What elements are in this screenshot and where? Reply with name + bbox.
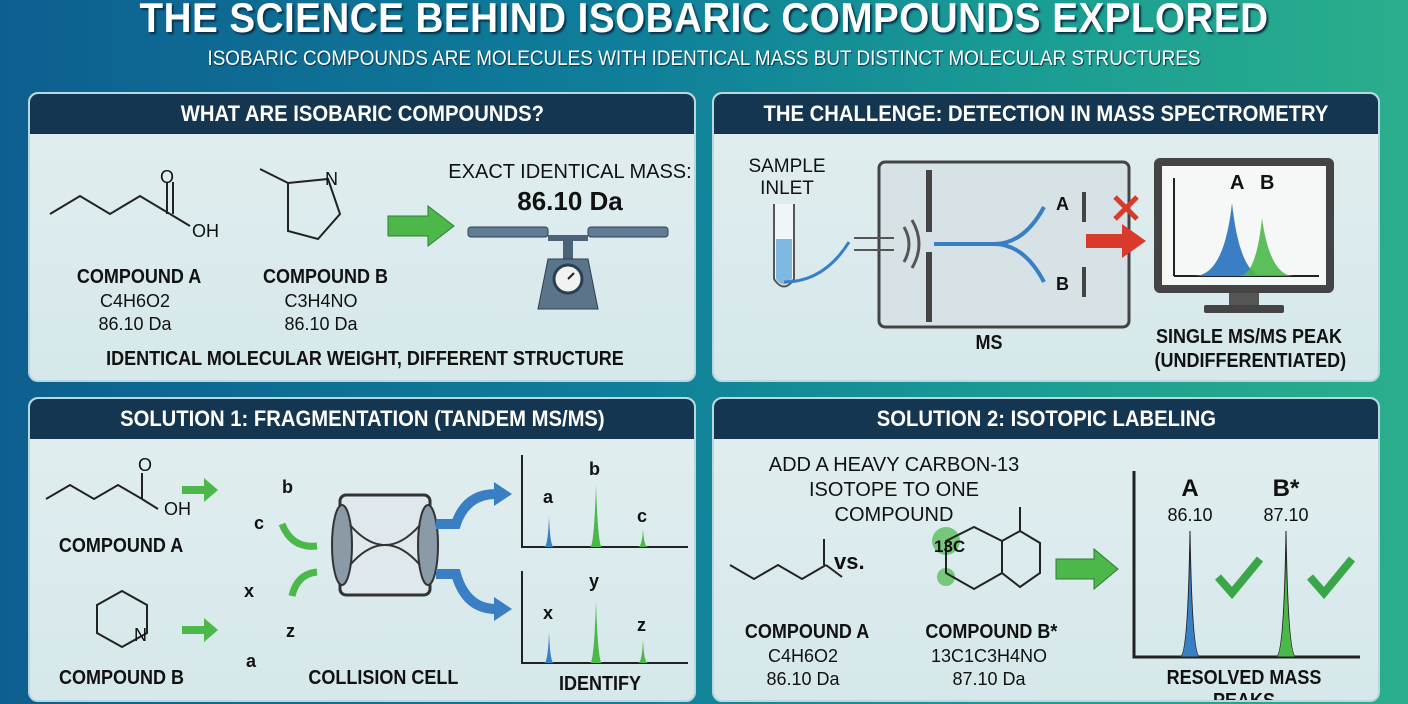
panel-header: THE CHALLENGE: DETECTION IN MASS SPECTRO… — [714, 94, 1378, 134]
compound-b-structure-icon — [259, 168, 342, 241]
peak-a-label: A — [1181, 475, 1199, 502]
peak-a-mass: 86.10 — [1167, 505, 1213, 525]
peak-b-label: B* — [1272, 475, 1300, 502]
fragment-c: c — [254, 513, 265, 533]
spectrum-chart-1 — [521, 455, 688, 548]
peak-a-label: a — [543, 487, 554, 507]
result-label: SINGLE MS/MS PEAK — [1155, 326, 1343, 348]
atom-oh: OH — [164, 499, 191, 519]
compound-a-mass: 86.10 Da — [766, 669, 840, 689]
collision-cell-icon — [331, 493, 439, 597]
monitor-icon — [1154, 158, 1334, 313]
fragment-a: a — [246, 651, 257, 671]
peak-z-label: z — [637, 615, 646, 635]
sample-inlet-label: SAMPLE INLET — [748, 156, 826, 199]
instruction-text: ADD A HEAVY CARBON-13 ISOTOPE TO ONE COM… — [768, 454, 1020, 526]
compound-b-mass: 87.10 Da — [952, 669, 1026, 689]
panel-header: SOLUTION 1: FRAGMENTATION (TANDEM MS/MS) — [30, 399, 694, 439]
peak-c-label: c — [637, 506, 648, 526]
test-tube-icon — [773, 204, 795, 288]
panel-what-are-isobaric: WHAT ARE ISOBARIC COMPOUNDS? O OH N COMP… — [28, 92, 696, 382]
compound-b-label: COMPOUND B — [58, 667, 184, 689]
atom-o: O — [160, 167, 175, 187]
page-subtitle: ISOBARIC COMPOUNDS ARE MOLECULES WITH ID… — [207, 47, 1201, 70]
compound-a-formula: C4H6O2 — [767, 646, 839, 666]
detector-a-label: A — [1056, 194, 1069, 214]
panel1-footer: IDENTICAL MOLECULAR WEIGHT, DIFFERENT ST… — [106, 348, 624, 370]
peak-x-label: x — [543, 603, 554, 623]
benzene-ring-icon — [96, 589, 148, 649]
panel-challenge: THE CHALLENGE: DETECTION IN MASS SPECTRO… — [712, 92, 1380, 382]
compound-b-name: COMPOUND B* — [925, 621, 1058, 643]
peak-y-label: y — [589, 571, 600, 591]
compound-b-name: COMPOUND B — [262, 266, 388, 288]
atom-n: N — [134, 625, 147, 645]
red-arrow-icon — [1086, 224, 1146, 258]
compound-a-formula: C4H6O2 — [99, 291, 171, 311]
fragment-x: x — [244, 581, 255, 601]
compound-b-formula: 13C1C3H4NO — [930, 646, 1048, 666]
page-title: THE SCIENCE BEHIND ISOBARIC COMPOUNDS EX… — [139, 0, 1269, 41]
compound-b-structure-icon — [932, 507, 1041, 591]
atom-n: N — [325, 169, 338, 189]
arrow-right-icon — [387, 204, 455, 248]
compound-a-mass: 86.10 Da — [98, 314, 172, 334]
collision-cell-label: COLLISION CELL — [308, 667, 459, 689]
compound-a-structure-icon — [45, 473, 159, 510]
atom-o: O — [138, 455, 153, 475]
peak-label-a: A — [1230, 172, 1245, 194]
compound-a-structure-icon — [49, 182, 191, 227]
arrow-right-icon — [1055, 547, 1119, 591]
mass-label: EXACT IDENTICAL MASS: — [448, 161, 692, 183]
panel-header: WHAT ARE ISOBARIC COMPOUNDS? — [30, 94, 694, 134]
resolved-peaks-chart — [1132, 471, 1360, 659]
compound-a-label: COMPOUND A — [58, 535, 184, 557]
green-arrows-icon — [182, 478, 318, 642]
vs-label: vs. — [834, 549, 865, 574]
peak-b-mass: 87.10 — [1263, 505, 1309, 525]
panel-isotopic-labeling: SOLUTION 2: ISOTOPIC LABELING ADD A HEAV… — [712, 397, 1380, 702]
peak-b-label: b — [589, 459, 600, 479]
compound-a-name: COMPOUND A — [76, 266, 202, 288]
detector-b-label: B — [1056, 274, 1069, 294]
balance-scale-icon — [467, 226, 669, 310]
spectrum-chart-2 — [521, 571, 688, 664]
fragment-z: z — [286, 621, 295, 641]
compound-a-structure-icon — [729, 539, 843, 581]
red-x-icon — [1113, 195, 1139, 221]
atom-oh: OH — [192, 221, 219, 241]
ms-label: MS — [975, 332, 1003, 354]
resolved-label: RESOLVED MASS PEAKS — [1166, 667, 1322, 702]
compound-b-formula: C3H4NO — [284, 291, 358, 311]
mass-value: 86.10 Da — [517, 186, 623, 216]
fragment-b: b — [282, 477, 293, 497]
peak-label-b: B — [1260, 172, 1275, 194]
compound-b-mass: 86.10 Da — [284, 314, 358, 334]
result-sublabel: (UNDIFFERENTIATED) — [1154, 350, 1347, 372]
panel-fragmentation: SOLUTION 1: FRAGMENTATION (TANDEM MS/MS)… — [28, 397, 696, 702]
identify-label: IDENTIFY — [558, 673, 642, 695]
panel-header: SOLUTION 2: ISOTOPIC LABELING — [714, 399, 1378, 439]
compound-a-name: COMPOUND A — [744, 621, 870, 643]
blue-arrows-icon — [436, 482, 512, 621]
c13-label: 13C — [934, 537, 966, 556]
